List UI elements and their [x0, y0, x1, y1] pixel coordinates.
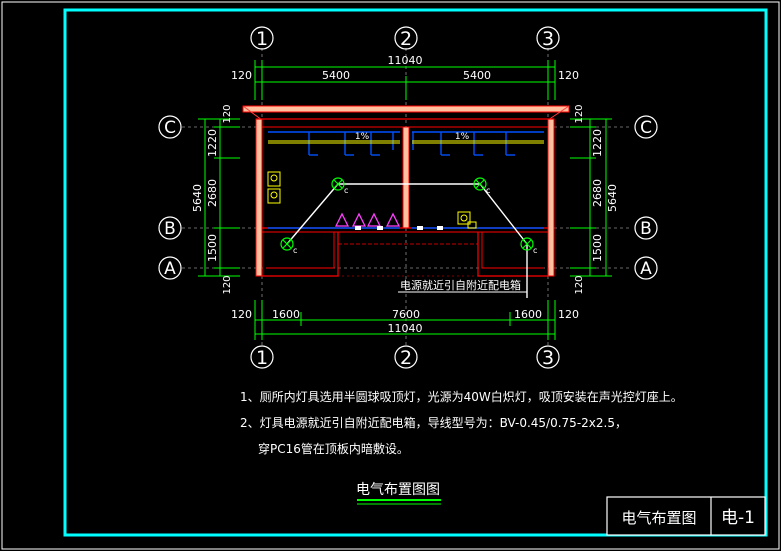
dim-top-total: 11040 [388, 54, 423, 67]
drawing-frame [63, 8, 768, 537]
dim-side-total-left: 5640 [191, 184, 204, 212]
axis-label-right-c: C [640, 118, 652, 138]
dim-side-c-left: 1220 [206, 129, 219, 157]
dim-bottom-seg1: 1600 [272, 308, 300, 321]
axis-label-top-3: 3 [542, 28, 554, 50]
dim-top-right-edge: 120 [558, 69, 579, 82]
axis-label-right-a: A [640, 259, 652, 279]
dim-side-bottom-left: 120 [222, 275, 233, 294]
drawing-title: 电气布置图图 [356, 482, 440, 498]
axis-label-top-2: 2 [400, 28, 412, 50]
lamp-label-4: c [533, 246, 537, 255]
axis-bubbles-right: C B A [634, 115, 658, 280]
building-walls [242, 105, 570, 277]
dim-bottom-seg2: 7600 [392, 308, 420, 321]
dim-bottom-total: 11040 [388, 322, 423, 335]
axis-bubbles-top: 1 2 3 [250, 26, 560, 50]
axis-label-left-c: C [164, 118, 176, 138]
dim-lines-right [570, 118, 612, 277]
dim-top-bay2: 5400 [463, 69, 491, 82]
dim-bottom-seg3: 1600 [514, 308, 542, 321]
axis-label-left-b: B [164, 219, 176, 239]
title-block [606, 496, 766, 536]
note-line-1: 1、厕所内灯具选用半圆球吸顶灯，光源为40W白炽灯，吸顶安装在声光控灯座上。 [240, 389, 683, 404]
fixture-lines [267, 140, 544, 229]
dim-side-top-right: 120 [574, 104, 585, 123]
dim-side-top-left: 120 [222, 104, 233, 123]
axis-label-right-b: B [640, 219, 652, 239]
toilet-drains [355, 226, 443, 230]
dim-side-mid-left: 2680 [206, 179, 219, 207]
axis-label-top-1: 1 [256, 28, 268, 50]
lamp-label-2: c [486, 186, 490, 195]
axis-label-bottom-3: 3 [542, 347, 554, 369]
dim-side-total-right: 5640 [606, 184, 619, 212]
title-block-number: 电-1 [721, 508, 755, 528]
conduit-pipes [268, 131, 544, 229]
dim-side-bottom-right: 120 [574, 275, 585, 294]
note-line-3: 穿PC16管在顶板内暗敷设。 [258, 441, 409, 456]
dim-top-bay1: 5400 [322, 69, 350, 82]
slope-note-left: 1% [355, 132, 370, 142]
lighting-wiring [286, 183, 528, 298]
dim-lines-top [254, 60, 556, 100]
axis-label-left-a: A [164, 259, 176, 279]
dim-top-left-edge: 120 [231, 69, 252, 82]
dim-lines-bottom [254, 300, 556, 340]
note-line-2: 2、灯具电源就近引自附近配电箱，导线型号为：BV-0.45/0.75-2x2.5… [240, 415, 627, 430]
lamp-label-3: c [293, 246, 297, 255]
dim-bottom-right-edge: 120 [558, 308, 579, 321]
toilet-fixtures [334, 212, 401, 227]
lamp-label-1: c [344, 186, 348, 195]
axis-bubbles-bottom: 1 2 3 [250, 345, 560, 369]
axis-bubbles-left: C B A [158, 115, 182, 280]
dim-side-b-left: 1500 [206, 234, 219, 262]
title-block-name: 电气布置图 [621, 509, 696, 527]
axis-label-bottom-1: 1 [256, 347, 268, 369]
dim-side-mid-right: 2680 [591, 179, 604, 207]
power-callout: 电源就近引自附近配电箱 [400, 278, 521, 292]
axis-label-bottom-2: 2 [400, 347, 412, 369]
ceiling-lamps [280, 177, 534, 251]
dim-side-b-right: 1500 [591, 234, 604, 262]
dim-lines-left [198, 118, 240, 277]
slope-note-right: 1% [455, 132, 470, 142]
dim-bottom-left-edge: 120 [231, 308, 252, 321]
dim-side-c-right: 1220 [591, 129, 604, 157]
